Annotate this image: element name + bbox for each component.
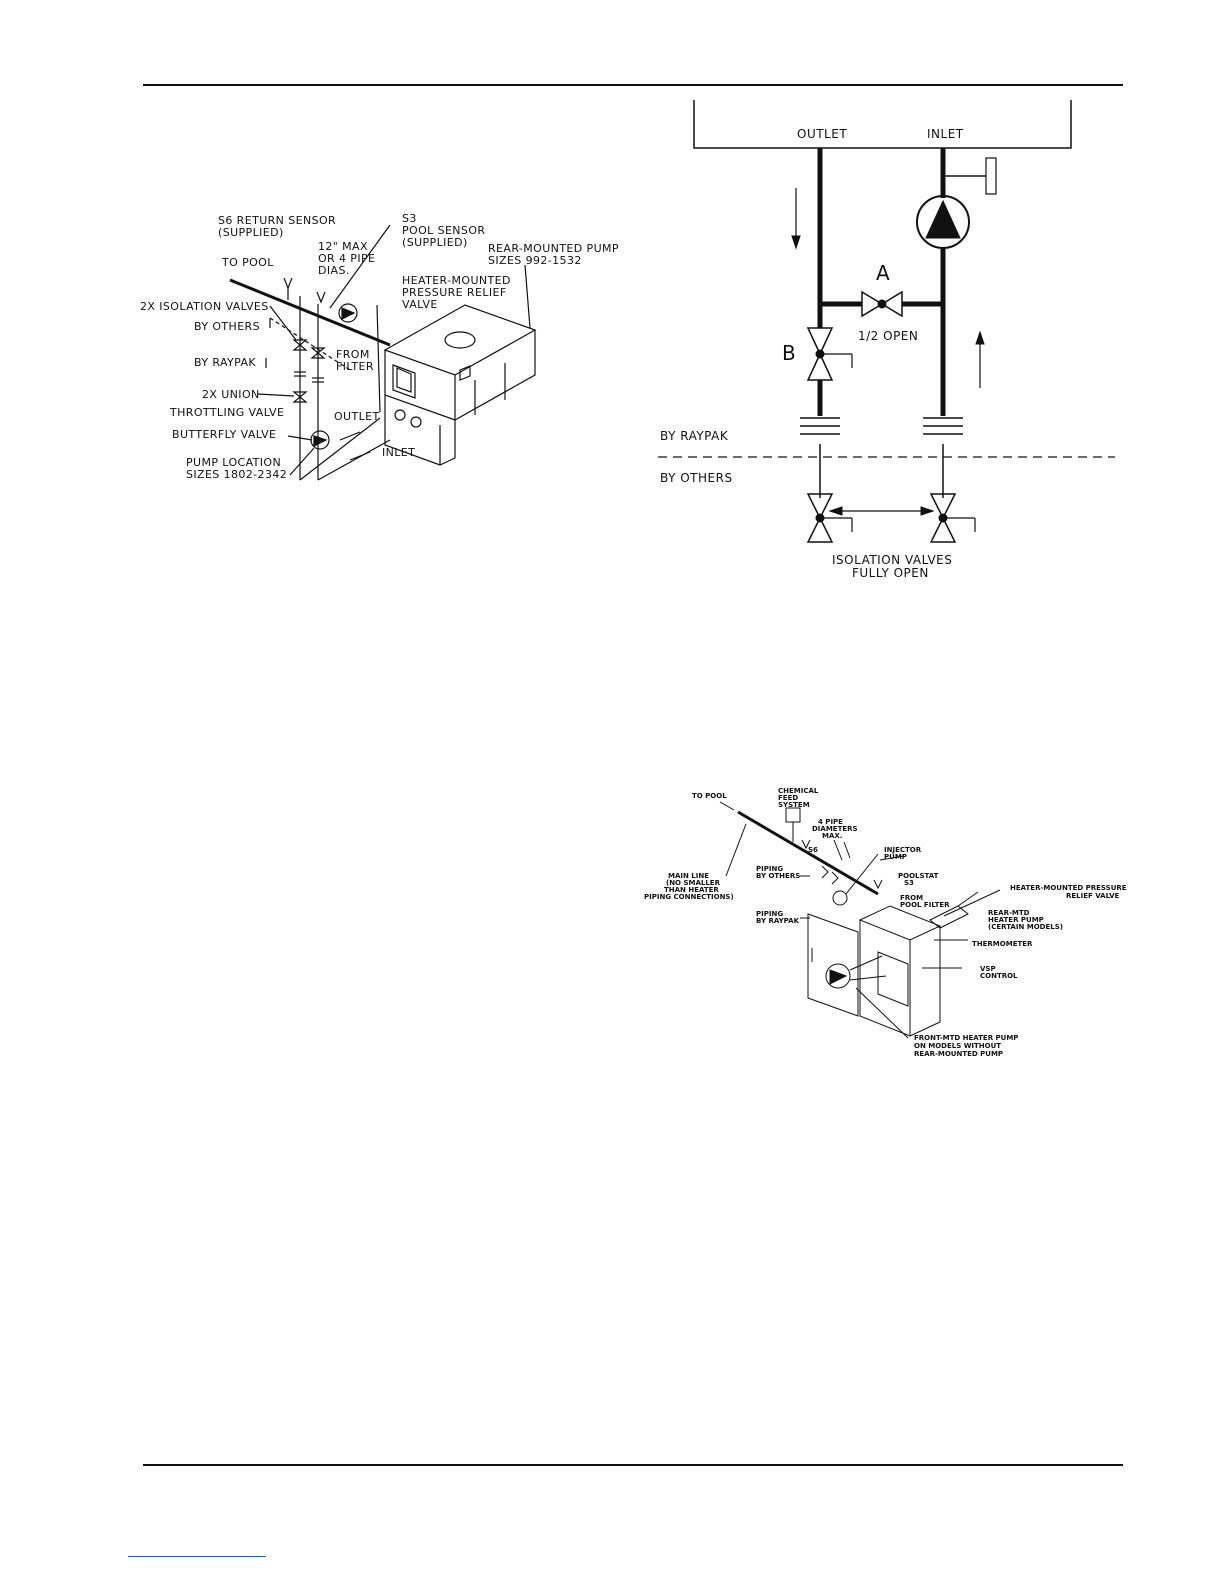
label-main-line-2: (NO SMALLER [666,879,721,887]
label-valve-a: A [876,261,890,285]
piping-diagram-isometric: S6 RETURN SENSOR (SUPPLIED) S3 POOL SENS… [140,212,619,481]
label-injector: INJECTOR [884,846,922,854]
label-from: FROM [336,348,370,361]
label-piping-raypak-2: BY RAYPAK [756,917,800,925]
label-s3: S3 [904,879,914,887]
label-isolation-2: FULLY OPEN [852,566,929,580]
label-s6-supplied: (SUPPLIED) [218,226,284,239]
label-s3-pool-sensor: POOL SENSOR [402,224,485,237]
label-piping-others-2: BY OTHERS [756,872,800,880]
label-pool-filter: POOL FILTER [900,901,950,909]
label-s3-supplied: (SUPPLIED) [402,236,468,249]
label-inlet: INLET [927,127,964,141]
label-to-pool: TO POOL [692,792,727,800]
label-front-mtd-3: REAR-MOUNTED PUMP [914,1050,1003,1058]
label-max-2: OR 4 PIPE [318,252,375,265]
header-rule [143,84,1123,86]
label-filter: FILTER [336,360,374,373]
label-main-line-3: THAN HEATER [664,886,719,894]
label-by-raypak: BY RAYPAK [194,356,256,369]
label-valve-b: B [782,341,796,365]
label-injector-pump: PUMP [884,853,907,861]
label-rear-mtd-1: REAR-MTD [988,909,1030,917]
label-rear-pump-1: REAR-MOUNTED PUMP [488,242,619,255]
label-thermometer: THERMOMETER [972,940,1033,948]
label-relief-2: RELIEF VALVE [1066,892,1120,900]
label-union: 2X UNION [202,388,260,401]
label-outlet: OUTLET [334,410,380,423]
label-by-raypak: BY RAYPAK [660,429,729,443]
label-relief-2: PRESSURE RELIEF [402,286,507,299]
label-chemical: CHEMICAL [778,787,819,795]
label-s6-sensor: S6 RETURN SENSOR [218,214,336,227]
label-pump-sizes: SIZES 1802-2342 [186,468,287,481]
label-pipe-dia-1: 4 PIPE [818,818,843,826]
label-piping-raypak-1: PIPING [756,910,783,918]
label-pipe-dia-2: DIAMETERS [812,825,858,833]
label-rear-mtd-2: HEATER PUMP [988,916,1044,924]
label-main-line-4: PIPING CONNECTIONS) [644,893,734,901]
label-rear-mtd-3: (CERTAIN MODELS) [988,923,1063,931]
label-feed: FEED [778,794,798,802]
label-butterfly: BUTTERFLY VALVE [172,428,276,441]
label-relief-3: VALVE [402,298,438,311]
label-isolation: 2X ISOLATION VALVES [140,300,269,313]
label-s6: S6 [808,846,818,854]
label-max-1: 12" MAX [318,240,368,253]
label-s3: S3 [402,212,417,225]
label-relief-1: HEATER-MOUNTED PRESSURE [1010,884,1127,892]
label-vsp-control: CONTROL [980,972,1018,980]
label-outlet: OUTLET [797,127,847,141]
label-vsp: VSP [980,965,996,973]
label-piping-others-1: PIPING [756,865,783,873]
footer-rule [143,1464,1123,1466]
label-by-others: BY OTHERS [194,320,260,333]
label-pipe-dia-3: MAX. [822,832,842,840]
label-front-mtd-2: ON MODELS WITHOUT [914,1042,1001,1050]
piping-diagram-schematic: OUTLET INLET A 1/2 OPEN B BY RAYPAK BY O… [658,100,1115,580]
footer-link-underline[interactable] [128,1556,266,1557]
label-system: SYSTEM [778,801,810,809]
label-isolation-1: ISOLATION VALVES [832,553,952,567]
label-front-mtd-1: FRONT-MTD HEATER PUMP [914,1034,1018,1042]
label-from: FROM [900,894,923,902]
label-by-others: BY OTHERS [660,471,733,485]
label-valve-a-state: 1/2 OPEN [858,329,918,343]
label-max-3: DIAS. [318,264,350,277]
label-relief-1: HEATER-MOUNTED [402,274,511,287]
label-throttling: THROTTLING VALVE [169,406,284,419]
label-to-pool: TO POOL [221,256,274,269]
label-rear-pump-2: SIZES 992-1532 [488,254,582,267]
label-pump-location: PUMP LOCATION [186,456,281,469]
label-main-line-1: MAIN LINE [668,872,709,880]
label-inlet: INLET [382,446,415,459]
piping-diagram-chemical-feed: TO POOL CHEMICAL FEED SYSTEM 4 PIPE DIAM… [644,787,1127,1058]
label-poolstat: POOLSTAT [898,872,939,880]
